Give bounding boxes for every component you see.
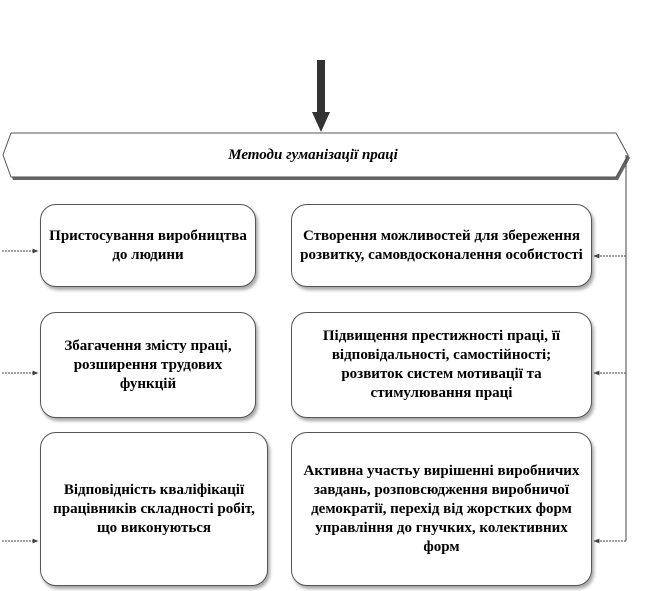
method-box-left-1: Пристосування виробництва до людини: [40, 204, 256, 287]
header-banner: [2, 132, 630, 180]
method-box-right-2: Підвищення престижності праці, її відпов…: [291, 312, 592, 418]
method-box-left-3: Відповідність кваліфікації працівників с…: [40, 432, 268, 586]
method-box-right-1-text: Створення можливостей для збереження роз…: [300, 227, 583, 263]
header-title: Методи гуманізації праці: [228, 146, 398, 163]
top-input-arrow: [312, 60, 330, 132]
method-box-left-3-text: Відповідність кваліфікації працівників с…: [53, 481, 255, 536]
method-box-right-3-text: Активна участьу вирішенні виробничих зав…: [303, 462, 580, 555]
method-box-left-2-text: Збагачення змісту праці, розширення труд…: [64, 337, 232, 392]
method-box-right-3: Активна участьу вирішенні виробничих зав…: [291, 432, 592, 586]
method-box-right-1: Створення можливостей для збереження роз…: [291, 204, 592, 287]
method-box-left-1-text: Пристосування виробництва до людини: [49, 227, 247, 263]
method-box-right-2-text: Підвищення престижності праці, її відпов…: [322, 328, 561, 401]
method-box-left-2: Збагачення змісту праці, розширення труд…: [40, 312, 256, 418]
